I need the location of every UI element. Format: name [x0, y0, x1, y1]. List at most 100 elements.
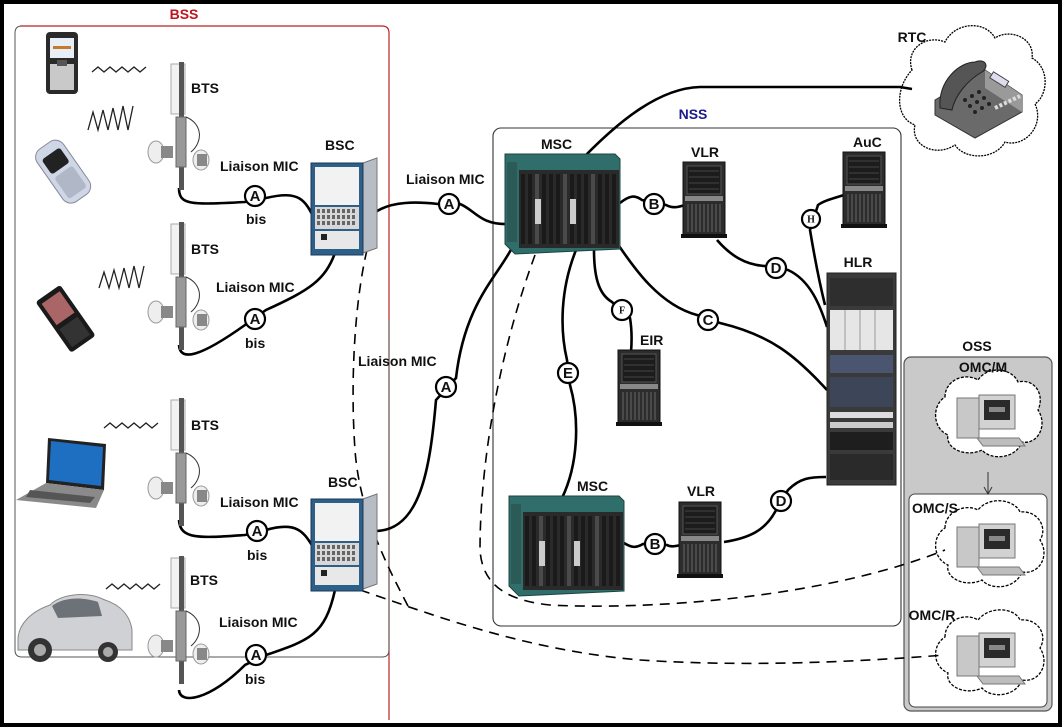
interface-e-marker[interactable]: E — [556, 361, 580, 385]
auc-label: AuC — [853, 134, 882, 150]
bts-antenna-2[interactable] — [147, 222, 210, 350]
interface-c-marker[interactable]: C — [696, 308, 720, 332]
interface-label: A — [444, 196, 455, 213]
msc-label-1: MSC — [541, 136, 572, 152]
interface-b-marker[interactable]: B — [643, 532, 667, 556]
nss-group: NSS — [492, 106, 902, 627]
bis-label-3: bis — [247, 547, 267, 563]
bts-antenna-4[interactable] — [147, 556, 210, 684]
interface-d-marker[interactable]: D — [769, 489, 793, 513]
radio-wave-3 — [98, 265, 145, 291]
interface-label: A — [252, 523, 263, 540]
liaison-mic-label-4: Liaison MIC — [219, 614, 298, 630]
eir-server[interactable] — [616, 349, 662, 426]
car-icon — [17, 594, 133, 662]
bts-label-2: BTS — [191, 241, 219, 257]
msc-label-2: MSC — [577, 478, 608, 494]
link-bsc2-msc1[interactable] — [375, 241, 517, 533]
msc-switch-1[interactable] — [504, 153, 621, 255]
interface-label: H — [807, 215, 815, 226]
interface-label: C — [703, 312, 714, 329]
liaison-mic-label-6: Liaison MIC — [358, 353, 437, 369]
interface-a-marker[interactable]: A — [244, 643, 268, 667]
interface-a-marker[interactable]: A — [243, 307, 267, 331]
interface-markers: A A A A A A B B C D D E F H — [243, 184, 822, 667]
interface-label: E — [563, 365, 573, 382]
rtc-cloud[interactable]: RTC — [898, 25, 1046, 157]
omc-m-computer[interactable] — [956, 394, 1026, 447]
dashed-links — [352, 249, 946, 665]
mobile-phone-slider-icon — [36, 285, 95, 352]
bss-label: BSS — [170, 6, 199, 22]
liaison-mic-label-3: Liaison MIC — [220, 494, 299, 510]
interface-d-marker[interactable]: D — [764, 256, 788, 280]
omc-arrow — [983, 472, 993, 496]
link-msc1-rtc[interactable] — [582, 85, 913, 159]
dash-bsc1-omc[interactable] — [352, 249, 411, 611]
dash-bsc2-omc-r[interactable] — [359, 589, 946, 665]
vlr-server-1[interactable] — [681, 161, 727, 238]
interface-a-marker[interactable]: A — [437, 192, 461, 216]
interface-label: B — [649, 196, 660, 213]
link-msc1-hlr[interactable] — [613, 239, 828, 391]
bis-label-2: bis — [245, 335, 265, 351]
laptop-icon — [16, 438, 106, 508]
telephone-icon — [934, 60, 1023, 139]
vlr-label-1: VLR — [691, 144, 719, 160]
bis-label-1: bis — [246, 211, 266, 227]
auc-server[interactable] — [841, 151, 887, 228]
oss-label: OSS — [962, 338, 992, 354]
interface-b-marker[interactable]: B — [642, 192, 666, 216]
labels: BTS BTS BTS BTS BSC BSC Liaison MIC Liai… — [190, 80, 882, 687]
vlr-server-2[interactable] — [677, 501, 723, 578]
interface-label: B — [650, 536, 661, 553]
link-bts1-bsc1[interactable] — [177, 187, 317, 221]
mobile-phone-silver-icon — [35, 139, 92, 204]
interface-a-marker[interactable]: A — [245, 519, 269, 543]
radio-wave-2 — [87, 105, 134, 133]
hlr-rack[interactable]: HLR — [826, 254, 897, 486]
interface-a-marker[interactable]: A — [434, 375, 458, 399]
bts-label-3: BTS — [191, 417, 219, 433]
vlr-label-2: VLR — [687, 483, 715, 499]
nss-border — [492, 127, 902, 627]
bsc-label-2: BSC — [328, 474, 358, 490]
omc-r-computer[interactable] — [956, 632, 1026, 685]
interface-label: A — [251, 647, 262, 664]
liaison-mic-label-1: Liaison MIC — [220, 158, 299, 174]
bts-antenna-1[interactable] — [147, 62, 210, 190]
radio-wave-5 — [105, 583, 161, 590]
interface-f-marker[interactable]: F — [610, 298, 634, 322]
nss-label: NSS — [679, 106, 708, 122]
eir-label: EIR — [640, 332, 663, 348]
diagram-canvas: BSS NSS OSS RTC OMC/M — [4, 4, 1058, 723]
bts-antenna-3[interactable] — [147, 398, 210, 526]
omc-s-computer[interactable] — [956, 523, 1026, 576]
link-vlr1-hlr[interactable] — [716, 239, 829, 328]
interface-label: A — [250, 188, 261, 205]
radio-wave-1 — [91, 66, 147, 73]
omc-r-label: OMC/R — [909, 607, 956, 623]
dash-msc-omc-s[interactable] — [479, 254, 946, 607]
link-auc-hlr[interactable] — [808, 192, 848, 306]
interface-label: F — [619, 306, 625, 317]
link-bts3-bsc2[interactable] — [177, 519, 317, 551]
links — [177, 85, 913, 700]
msc-switch-2[interactable] — [508, 495, 625, 597]
mobile-phone-bar-icon — [46, 32, 78, 94]
bis-label-4: bis — [245, 671, 265, 687]
liaison-mic-label-5: Liaison MIC — [406, 171, 485, 187]
bss-border — [14, 25, 390, 658]
interface-h-marker[interactable]: H — [800, 208, 822, 230]
interface-label: A — [250, 311, 261, 328]
omc-m-label: OMC/M — [959, 359, 1007, 375]
hlr-label: HLR — [844, 254, 873, 270]
bss-group: BSS — [14, 6, 390, 720]
bsc-cabinet-1[interactable] — [310, 157, 378, 256]
radio-wave-4 — [103, 422, 159, 429]
interface-label: A — [441, 379, 452, 396]
interface-label: D — [771, 260, 782, 277]
bsc-cabinet-2[interactable] — [310, 493, 378, 592]
interface-a-marker[interactable]: A — [243, 184, 267, 208]
